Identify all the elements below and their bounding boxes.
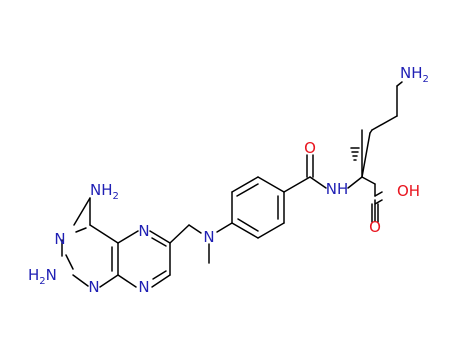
ring-nitrogen-3: N xyxy=(138,222,149,240)
ring-nitrogen-4: N xyxy=(138,278,149,296)
side-chain-bonds xyxy=(283,81,403,223)
ring-nitrogen-1: N xyxy=(54,230,65,248)
acid-oxygen: O xyxy=(369,218,381,236)
amine-label-left: H2N xyxy=(28,266,57,287)
pteridine-bonds xyxy=(61,197,171,288)
lysine-amine-label: NH2 xyxy=(400,64,429,85)
n-methyl-nitrogen: N xyxy=(203,228,214,246)
acid-hydroxyl: OH xyxy=(397,182,420,200)
linker-bonds xyxy=(169,222,233,264)
ring-nitrogen-2: N xyxy=(88,278,99,296)
amide-oxygen: O xyxy=(304,139,316,157)
amide-nitrogen: NH xyxy=(326,180,349,198)
benzene-bonds xyxy=(231,176,285,239)
amine-label-top: NH2 xyxy=(90,181,119,202)
